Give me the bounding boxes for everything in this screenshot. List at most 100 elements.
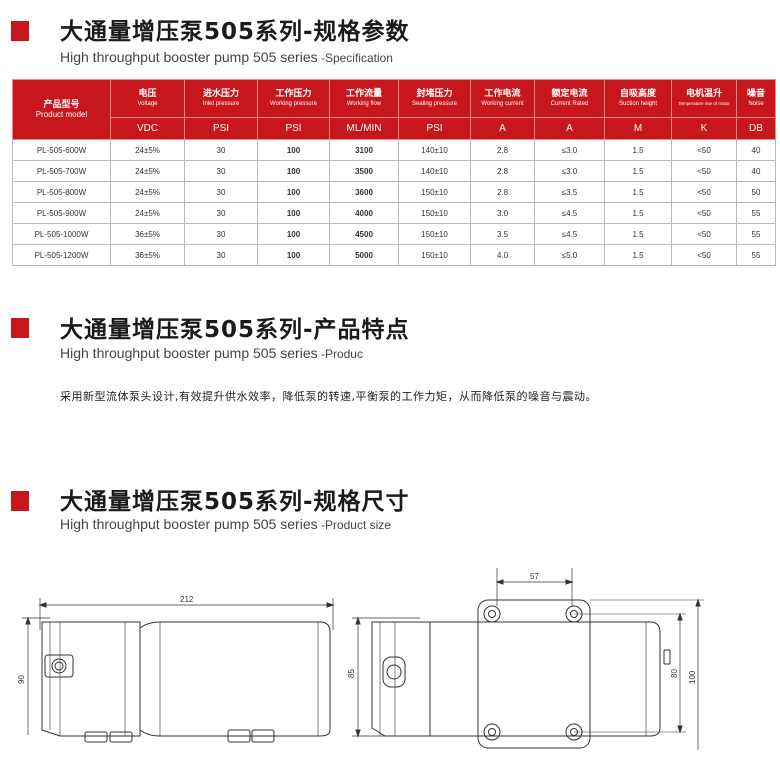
table-cell: 4000 — [329, 202, 399, 224]
unit-cell: DB — [736, 117, 776, 140]
table-cell: 100 — [257, 139, 330, 161]
table-cell: 1.5 — [604, 181, 672, 203]
table-unit-row: VDC PSI PSI ML/MIN PSI A A M K DB — [13, 117, 776, 140]
table-cell: 3100 — [329, 139, 399, 161]
pump-head-side — [41, 621, 141, 737]
unit-cell: M — [604, 117, 672, 140]
table-cell: 150±10 — [398, 202, 471, 224]
dimension-height-front-label: 85 — [347, 669, 356, 678]
table-cell: 1.5 — [604, 139, 672, 161]
table-cell: 55 — [736, 202, 776, 224]
unit-cell: VDC — [110, 117, 185, 140]
table-cell: 24±5% — [110, 202, 185, 224]
table-cell: 100 — [257, 202, 330, 224]
table-cell: 3500 — [329, 160, 399, 182]
features-description: 采用新型流体泵头设计,有效提升供水效率，降低泵的转速,平衡泵的工作力矩，从而降低… — [60, 390, 597, 403]
dimension-mount-height-label: 80 — [670, 669, 679, 678]
table-cell: 2.8 — [470, 160, 535, 182]
table-cell: ≤5.0 — [534, 244, 605, 266]
unit-cell: A — [470, 117, 535, 140]
table-cell: 140±10 — [398, 160, 471, 182]
table-cell: 100 — [257, 244, 330, 266]
table-cell: 5000 — [329, 244, 399, 266]
table-cell: 30 — [184, 202, 258, 224]
table-cell: 1.5 — [604, 202, 672, 224]
table-cell: 36±5% — [110, 244, 185, 266]
inlet-port-front — [382, 656, 406, 688]
table-cell: 1.5 — [604, 160, 672, 182]
table-cell: ≤3.5 — [534, 181, 605, 203]
mounting-bracket — [477, 599, 591, 749]
unit-cell: PSI — [398, 117, 471, 140]
table-cell: 40 — [736, 139, 776, 161]
table-cell: 150±10 — [398, 223, 471, 245]
table-cell: ≤4.5 — [534, 223, 605, 245]
table-cell: PL-505-800W — [12, 181, 111, 203]
unit-cell: PSI — [257, 117, 330, 140]
table-cell: 4500 — [329, 223, 399, 245]
pump-head-front — [371, 621, 431, 737]
table-cell: <50 — [671, 202, 737, 224]
table-cell: 24±5% — [110, 139, 185, 161]
dimension-drawing: 212 90 85 57 80 100 — [17, 568, 704, 750]
table-cell: 1.5 — [604, 244, 672, 266]
table-cell: 100 — [257, 160, 330, 182]
table-cell: 100 — [257, 223, 330, 245]
table-cell: <50 — [671, 160, 737, 182]
section-subtitle-size: High throughput booster pump 505 series … — [60, 516, 391, 532]
table-cell: <50 — [671, 139, 737, 161]
table-cell: 30 — [184, 223, 258, 245]
unit-cell: K — [671, 117, 737, 140]
table-cell: 150±10 — [398, 181, 471, 203]
dimension-mount-spacing-label: 57 — [530, 572, 539, 581]
table-cell: 30 — [184, 139, 258, 161]
table-cell: <50 — [671, 244, 737, 266]
dimension-overall-height-label: 100 — [688, 670, 697, 684]
table-cell: ≤3.0 — [534, 139, 605, 161]
table-cell: 55 — [736, 223, 776, 245]
unit-cell: A — [534, 117, 605, 140]
table-cell: PL-505-600W — [12, 139, 111, 161]
motor-side — [139, 621, 331, 737]
table-cell: 36±5% — [110, 223, 185, 245]
table-cell: 50 — [736, 181, 776, 203]
unit-cell: ML/MIN — [329, 117, 399, 140]
table-cell: PL-505-900W — [12, 202, 111, 224]
table-cell: 3600 — [329, 181, 399, 203]
table-cell: <50 — [671, 181, 737, 203]
section-title-size: 大通量增压泵505系列-规格尺寸 — [60, 489, 410, 515]
table-cell: 40 — [736, 160, 776, 182]
table-cell: ≤3.0 — [534, 160, 605, 182]
dimension-length-label: 212 — [180, 595, 194, 604]
table-cell: 4.0 — [470, 244, 535, 266]
section-subtitle-specification: High throughput booster pump 505 series … — [60, 49, 393, 65]
table-cell: 30 — [184, 244, 258, 266]
table-cell: 2.8 — [470, 139, 535, 161]
table-cell: <50 — [671, 223, 737, 245]
table-cell: 140±10 — [398, 139, 471, 161]
table-cell: 24±5% — [110, 160, 185, 182]
motor-front — [430, 621, 661, 737]
table-cell: 24±5% — [110, 181, 185, 203]
table-cell: 100 — [257, 181, 330, 203]
table-cell: PL-505-1200W — [12, 244, 111, 266]
table-cell: 3.0 — [470, 202, 535, 224]
table-cell: PL-505-1000W — [12, 223, 111, 245]
table-cell: PL-505-700W — [12, 160, 111, 182]
table-cell: 30 — [184, 160, 258, 182]
